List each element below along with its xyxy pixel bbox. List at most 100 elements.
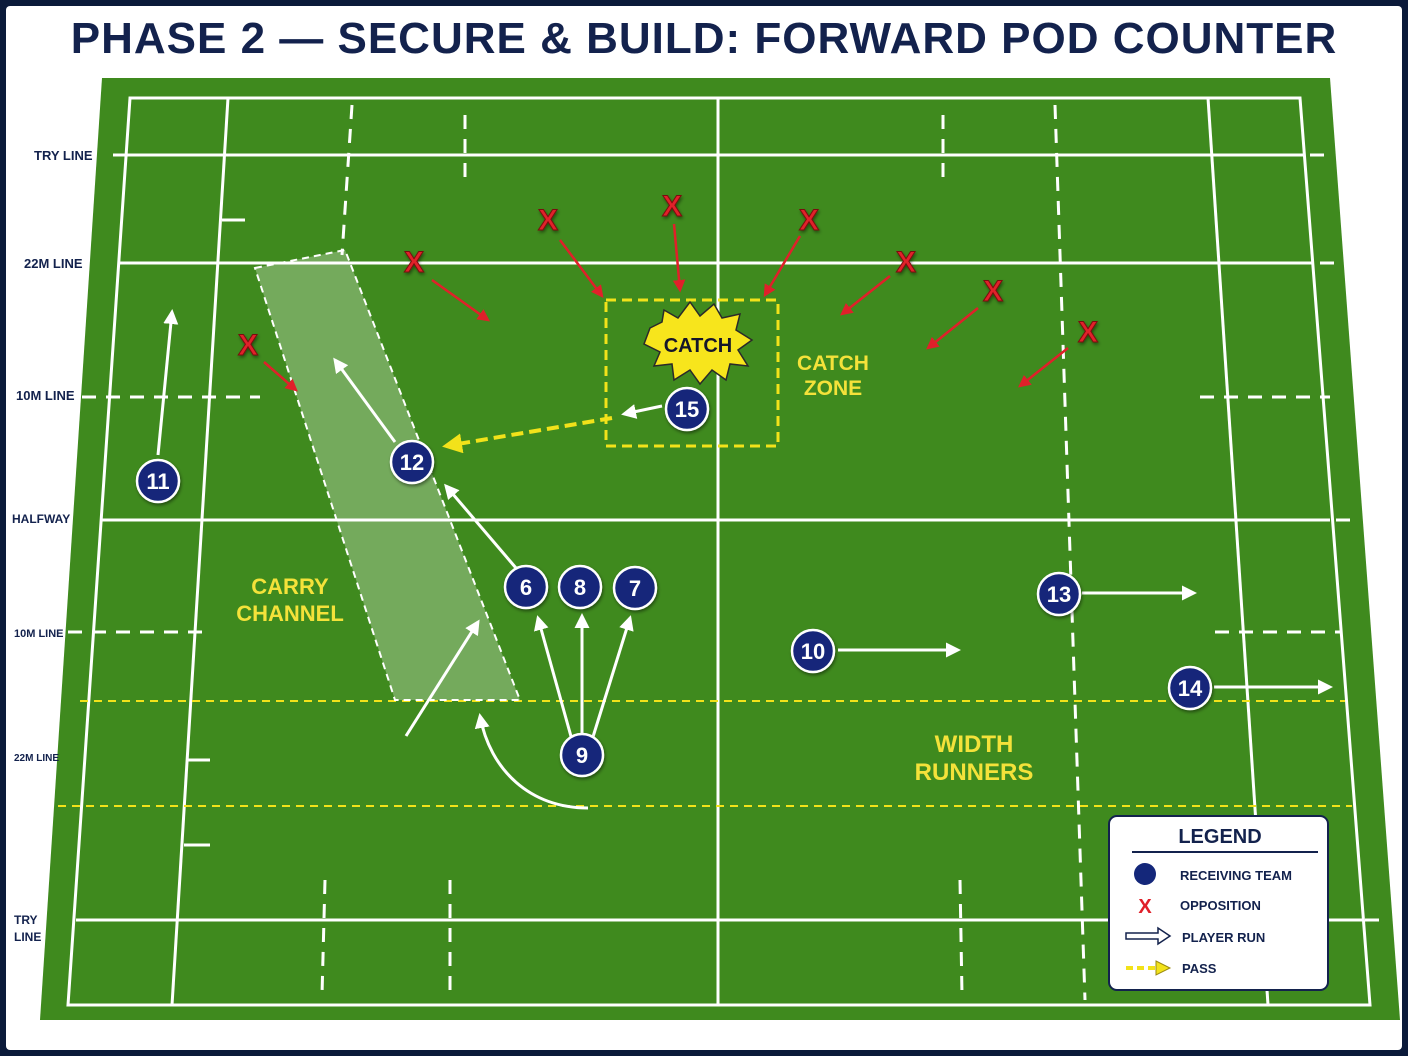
run-loop xyxy=(474,713,589,810)
player-10-number: 10 xyxy=(801,639,825,664)
opp-x-3: X xyxy=(538,204,558,237)
catch-burst-icon xyxy=(643,300,754,386)
x-icon: X xyxy=(1138,896,1152,918)
label-22m-left: 22M xyxy=(307,1018,336,1035)
player-14-disc xyxy=(1167,665,1213,711)
run-11 xyxy=(156,309,179,456)
opp-x-2: X xyxy=(404,246,424,279)
label-10m-right: 10M xyxy=(945,1018,974,1035)
width-label-1: WIDTH xyxy=(935,731,1014,758)
player-14-number: 14 xyxy=(1178,676,1203,701)
catch-zone-box xyxy=(604,298,780,448)
label-in-goal-left: IN-GOAL xyxy=(78,1018,141,1035)
yellow-guides xyxy=(58,700,1352,807)
opp-x-6: X xyxy=(896,246,916,279)
opp-x-5: X xyxy=(799,204,819,237)
opp-arrow-7 xyxy=(926,307,979,350)
label-22m-right: 22M xyxy=(1070,1018,1099,1035)
catch-zone-label-2: ZONE xyxy=(804,377,862,400)
in-goal-left-line xyxy=(170,97,230,1006)
dashed-arrow-icon xyxy=(1126,960,1172,976)
carry-label-2: CHANNEL xyxy=(236,601,344,626)
player-9-disc xyxy=(559,732,605,778)
opp-arrow-8 xyxy=(1018,347,1069,388)
opp-x-1: X xyxy=(238,329,258,362)
player-9: 9 xyxy=(559,732,605,778)
catch-zone-label-1: CATCH xyxy=(797,352,869,375)
opp-x-7: X xyxy=(983,275,1003,308)
opp-arrow-2 xyxy=(431,278,491,322)
player-7-number: 7 xyxy=(629,576,641,601)
player-10-disc xyxy=(790,628,836,674)
dashed-22m-right xyxy=(1053,104,1087,1001)
player-13-number: 13 xyxy=(1047,582,1071,607)
player-8-disc xyxy=(557,564,603,610)
pass-15-to-12 xyxy=(442,416,613,454)
player-6-disc xyxy=(503,564,549,610)
player-12: 12 xyxy=(389,439,435,485)
legend-box xyxy=(1108,815,1329,991)
player-8-number: 8 xyxy=(574,575,586,600)
player-15-number: 15 xyxy=(675,397,699,422)
bottom-labels: IN-GOAL 22M 10M HALFWAY 10M 22M IN-GOAL xyxy=(78,1018,1349,1035)
player-11-disc xyxy=(135,458,181,504)
label-try-bottom-2: LINE xyxy=(14,930,41,944)
opp-arrow-6 xyxy=(840,275,891,316)
dashed-22m-left xyxy=(340,104,354,256)
label-try-line-top: TRY LINE xyxy=(34,148,93,163)
run-12 xyxy=(333,357,397,443)
player-10: 10 xyxy=(790,628,836,674)
player-6: 6 xyxy=(503,564,549,610)
label-10m-line-top: 10M LINE xyxy=(16,388,75,403)
legend-receiving: RECEIVING TEAM xyxy=(1180,868,1292,883)
label-10m-line-bottom: 10M LINE xyxy=(14,628,64,640)
label-in-goal-right: IN-GOAL xyxy=(1286,1018,1349,1035)
player-14: 14 xyxy=(1167,665,1213,711)
run-15 xyxy=(621,404,663,419)
label-10m-left: 10M xyxy=(434,1018,463,1035)
pitch-surface xyxy=(40,78,1400,1020)
carry-label-1: CARRY xyxy=(251,574,329,599)
dashed-22m-bottom-left xyxy=(320,879,327,996)
dashed-lines xyxy=(45,104,1385,1001)
catch-burst-label: CATCH xyxy=(664,335,733,357)
opp-arrow-1 xyxy=(263,361,298,392)
player-9-number: 9 xyxy=(576,743,588,768)
run-carry xyxy=(404,619,480,737)
dashed-10m-bottom-right xyxy=(958,879,964,996)
run-9-to-6 xyxy=(533,615,574,741)
player-15: 15 xyxy=(664,386,710,432)
opp-x-8: X xyxy=(1078,316,1098,349)
legend: LEGEND RECEIVING TEAM X OPPOSITION PLAYE… xyxy=(1108,815,1329,991)
opp-arrow-4 xyxy=(672,223,686,293)
run-6-to-12 xyxy=(444,483,518,569)
zone-labels: CARRY CHANNEL CATCH ZONE WIDTH RUNNERS xyxy=(236,352,1033,786)
run-arrows xyxy=(156,309,1333,810)
player-15-disc xyxy=(664,386,710,432)
player-13: 13 xyxy=(1036,571,1082,617)
arrow-icon xyxy=(1125,926,1172,946)
player-12-number: 12 xyxy=(400,450,424,475)
legend-pass: PASS xyxy=(1182,961,1217,976)
label-22m-line-top: 22M LINE xyxy=(24,256,83,271)
player-8: 8 xyxy=(557,564,603,610)
label-22m-line-bottom: 22M LINE xyxy=(14,753,59,764)
player-7-disc xyxy=(612,565,658,611)
legend-title: LEGEND xyxy=(1178,826,1261,848)
opposition-arrows xyxy=(263,223,1069,392)
legend-run: PLAYER RUN xyxy=(1182,930,1265,945)
opp-x-4: X xyxy=(662,190,682,223)
player-11-number: 11 xyxy=(146,469,169,494)
carry-channel xyxy=(253,248,522,701)
width-label-2: RUNNERS xyxy=(915,759,1034,786)
player-11: 11 xyxy=(135,458,181,504)
player-12-disc xyxy=(389,439,435,485)
boundary-line xyxy=(66,96,1372,1007)
player-6-number: 6 xyxy=(520,575,532,600)
run-9-to-7 xyxy=(590,615,634,741)
side-labels: TRY LINE 22M LINE 10M LINE HALFWAY 10M L… xyxy=(12,148,93,944)
label-halfway-bottom: HALFWAY xyxy=(678,1018,751,1035)
opposition-markers: X X X X X X X X xyxy=(237,190,1098,363)
players: 11 12 15 6 8 7 9 10 xyxy=(135,386,1213,778)
